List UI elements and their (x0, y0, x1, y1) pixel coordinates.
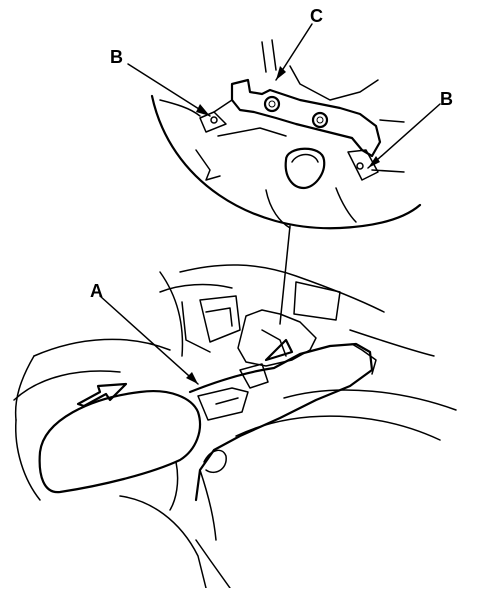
callout-b-right: B (440, 89, 453, 109)
mounting-bracket (230, 78, 382, 158)
callout-c: C (310, 6, 323, 26)
console-knob (203, 449, 227, 474)
bracket-tab-right (347, 149, 379, 181)
dash-panel (293, 281, 341, 321)
center-console (188, 342, 374, 502)
leader-b-right (367, 103, 441, 169)
cup-holder (197, 387, 249, 421)
leader-b-left (127, 63, 211, 117)
bracket-tab-left (199, 111, 227, 133)
arrowhead-c (276, 66, 286, 80)
direction-arrow (76, 382, 128, 408)
projection-line (279, 225, 291, 325)
leader-a (99, 295, 199, 385)
screw-right (311, 111, 329, 129)
arrowhead-b-right (368, 156, 380, 168)
arrowhead-a (186, 372, 198, 384)
vehicle-interior (13, 264, 457, 589)
callout-b-left: B (110, 47, 123, 67)
arrowhead-b-left (196, 104, 210, 116)
detail-circle-outline (150, 94, 422, 230)
shift-knob (284, 147, 326, 190)
armrest-lid (38, 390, 202, 494)
shift-arrow (264, 338, 294, 362)
shift-area (237, 309, 317, 367)
clip-left (210, 116, 218, 124)
detail-view (150, 39, 422, 230)
clip-right (356, 162, 364, 170)
callout-a: A (90, 281, 103, 301)
leader-lines (99, 23, 441, 385)
dash-vent (199, 295, 241, 343)
screw-left (263, 95, 281, 113)
